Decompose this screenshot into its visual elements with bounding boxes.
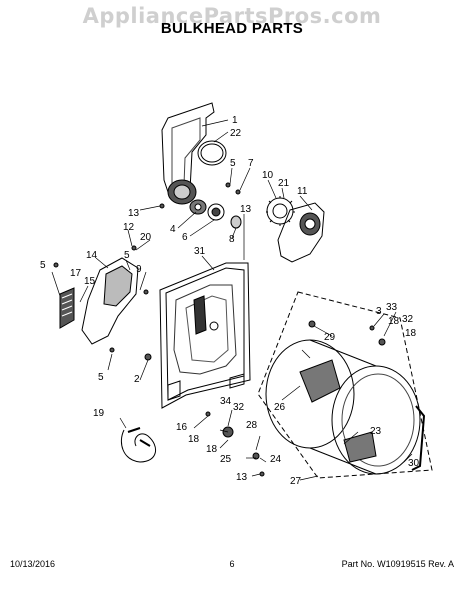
watermark: AppliancePartsPros.com [82, 4, 382, 28]
fasteners [53, 182, 386, 477]
bearing-parts [189, 199, 242, 229]
callout-label: 23 [370, 426, 382, 437]
callout-label: 25 [220, 454, 232, 465]
callout-label: 5 [98, 372, 104, 383]
callout-label: 30 [408, 458, 420, 469]
callout-label: 10 [262, 170, 274, 181]
callout-label: 16 [176, 422, 188, 433]
callout-label: 5 [40, 260, 46, 271]
callout-label: 18 [206, 444, 218, 455]
callout-label: 12 [123, 222, 135, 233]
lint-duct [59, 257, 139, 345]
callout-label: 13 [236, 472, 248, 483]
callout-label: 28 [246, 420, 258, 431]
callout-label: 21 [278, 178, 290, 189]
callout-label: 9 [136, 264, 142, 275]
callout-label: 32 [402, 314, 414, 325]
page-title: BULKHEAD PARTS [160, 20, 304, 37]
callout-label: 22 [230, 128, 242, 139]
callout-label: 2 [134, 374, 140, 385]
callout-label: 33 [386, 302, 398, 313]
upper-duct-part [161, 102, 227, 205]
callout-label: 13 [128, 208, 140, 219]
callout-label: 6 [182, 232, 188, 243]
callout-label: 18 [388, 316, 400, 327]
callout-label: 7 [248, 158, 254, 169]
dryer-drum [257, 291, 433, 479]
blower-assembly [266, 196, 325, 263]
callout-label: 29 [324, 332, 336, 343]
footer-page-number: 6 [229, 559, 235, 569]
callout-label: 1 [232, 115, 238, 126]
callout-label: 24 [270, 454, 282, 465]
callout-label: 34 [220, 396, 232, 407]
callout-label: 15 [84, 276, 96, 287]
callout-label: 19 [93, 408, 105, 419]
callout-label: 27 [290, 476, 302, 487]
callout-label: 20 [140, 232, 152, 243]
footer-date: 10/13/2016 [10, 559, 56, 569]
callout-label: 17 [70, 268, 82, 279]
callout-label: 13 [240, 204, 252, 215]
callout-label: 32 [233, 402, 245, 413]
callout-label: 11 [297, 186, 308, 197]
callout-label: 4 [170, 224, 176, 235]
callout-label: 3 [376, 306, 382, 317]
bulkhead-panel [159, 262, 251, 409]
footer-part-number: Part No. W10919515 Rev. A [341, 559, 454, 569]
callout-labels: 1 22 5 7 10 21 11 13 4 6 8 13 12 20 31 1… [40, 115, 420, 487]
callout-label: 18 [405, 328, 417, 339]
callout-label: 8 [229, 234, 235, 245]
callout-label: 31 [194, 246, 206, 257]
leader-lines [51, 119, 413, 481]
callout-label: 5 [230, 158, 236, 169]
callout-label: 14 [86, 250, 98, 261]
callout-label: 18 [188, 434, 200, 445]
wire-harness [120, 427, 156, 463]
callout-label: 5 [124, 250, 130, 261]
callout-label: 26 [274, 402, 286, 413]
